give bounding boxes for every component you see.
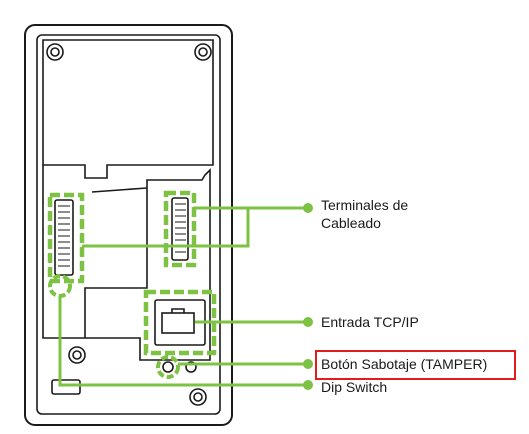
device-outer-frame — [24, 24, 233, 426]
callout-dots — [303, 203, 313, 390]
rj45-port-latch — [171, 308, 185, 313]
left-terminal-pins — [58, 205, 70, 267]
dip-switch-leader — [58, 296, 307, 387]
callouts — [47, 190, 307, 387]
terminals-label-line1: Terminales de — [321, 197, 409, 213]
terminals-label: Terminales de Cableado — [321, 196, 408, 232]
screw-bottom-right — [189, 388, 207, 406]
device-inner-frame — [36, 34, 221, 415]
screw-top-right — [194, 43, 212, 61]
compartment-edge — [91, 187, 148, 193]
top-cover-plate — [42, 39, 214, 179]
tcpip-label: Entrada TCP/IP — [321, 314, 419, 330]
tamper-label: Botón Sabotaje (TAMPER) — [321, 356, 488, 372]
tamper-button — [162, 361, 174, 373]
lower-compartment — [42, 165, 211, 361]
tamper-highlight — [156, 355, 180, 379]
right-terminal-highlight — [163, 190, 197, 268]
dip-switch-dot — [303, 380, 313, 390]
terminals-leader — [82, 206, 307, 248]
tamper-dot — [303, 359, 313, 369]
screw-bottom-left — [68, 346, 86, 364]
tamper-button-side — [185, 361, 197, 373]
tamper-highlight-box — [315, 350, 516, 380]
terminals-label-line2: Cableado — [321, 215, 381, 231]
tcpip-dot — [303, 317, 313, 327]
left-terminal-block — [54, 199, 74, 276]
left-terminal-highlight — [47, 192, 85, 284]
screw-top-left — [46, 43, 64, 61]
dip-switch-label: Dip Switch — [321, 379, 388, 395]
terminals-dot — [303, 203, 313, 213]
rj45-port-socket — [161, 312, 195, 334]
bottom-tab — [51, 379, 81, 395]
right-terminal-block — [171, 197, 189, 261]
